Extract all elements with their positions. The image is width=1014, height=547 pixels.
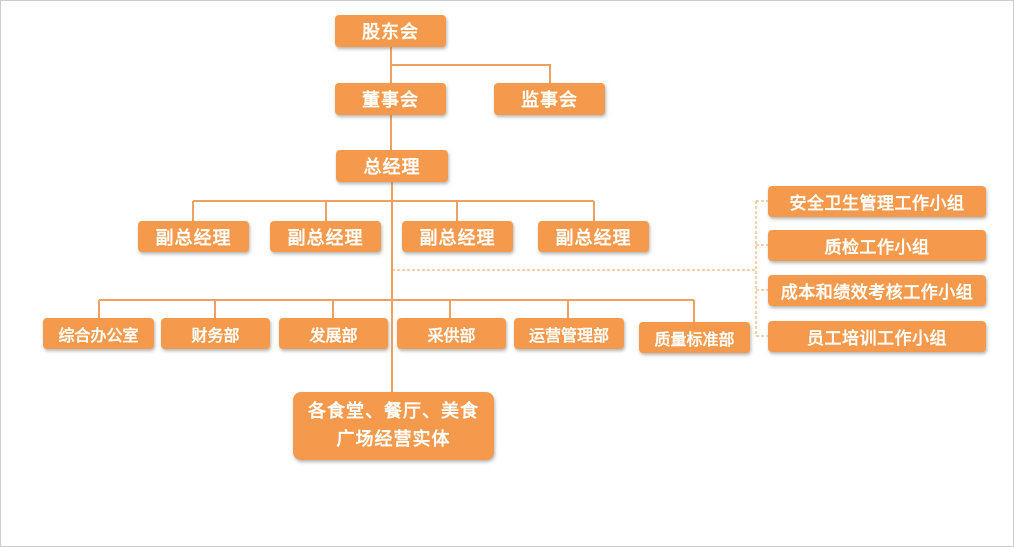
node-deputy-gm: 副总经理 <box>270 221 381 252</box>
node-board: 董事会 <box>335 83 446 115</box>
node-working-group: 安全卫生管理工作小组 <box>768 186 986 217</box>
node-working-group: 员工培训工作小组 <box>768 321 986 352</box>
node-department: 运营管理部 <box>514 318 624 349</box>
connector-departments <box>98 299 695 322</box>
node-general-manager: 总经理 <box>336 150 448 182</box>
node-department: 综合办公室 <box>43 318 154 349</box>
node-department: 采供部 <box>397 318 506 349</box>
node-shareholders: 股东会 <box>335 15 446 47</box>
node-working-group: 质检工作小组 <box>768 230 986 261</box>
node-deputy-gm: 副总经理 <box>402 221 513 252</box>
node-dining-entities: 各食堂、餐厅、美食广场经营实体 <box>293 392 494 460</box>
node-supervisors: 监事会 <box>494 83 605 115</box>
connector-working-groups <box>392 200 768 337</box>
node-department: 财务部 <box>161 318 270 349</box>
node-working-group: 成本和绩效考核工作小组 <box>768 275 986 306</box>
node-deputy-gm: 副总经理 <box>538 221 649 252</box>
connector-deputies <box>192 200 595 221</box>
node-department: 质量标准部 <box>639 322 750 353</box>
node-deputy-gm: 副总经理 <box>138 221 249 252</box>
node-department: 发展部 <box>279 318 388 349</box>
connector-top <box>390 47 551 150</box>
